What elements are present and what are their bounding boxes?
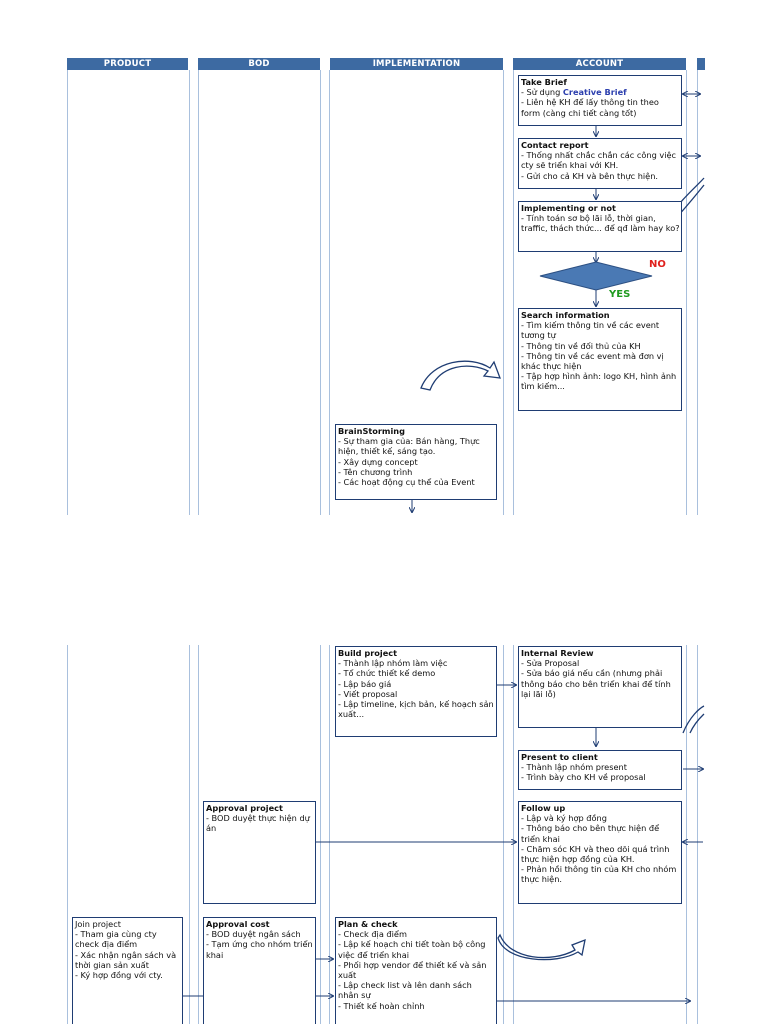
box-line: - Chăm sóc KH và theo dõi quá trình thực… — [521, 843, 670, 865]
take-brief-box: Take Brief - Sử dụng Creative Brief - Li… — [518, 75, 682, 126]
lane-header-bod: BOD — [198, 58, 320, 70]
present-to-client-box: Present to client - Thành lập nhóm prese… — [518, 750, 682, 790]
box-line: - Lập timeline, kịch bản, kế hoạch sản x… — [338, 699, 494, 720]
box-line: - Tập hợp hình ảnh: logo KH, hình ảnh tì… — [521, 371, 677, 392]
box-line: - Sửa báo giá nếu cần (nhưng phải thông … — [521, 668, 671, 699]
brainstorming-box: BrainStorming - Sự tham gia của: Bán hàn… — [335, 424, 497, 500]
join-project-box: Join project - Tham gia cùng cty check đ… — [72, 917, 183, 1024]
creative-brief-link: Creative Brief — [562, 87, 627, 98]
box-line: - Trình bày cho KH về proposal — [521, 772, 646, 783]
implementing-or-not-box: Implementing or not - Tính toán sơ bộ lã… — [518, 201, 682, 252]
lane-header-cut — [697, 58, 705, 70]
curved-arrows — [420, 177, 705, 961]
box-line: - Tìm kiếm thông tin về các event tương … — [521, 320, 660, 341]
box-title: Plan & check — [338, 919, 398, 929]
follow-up-box: Follow up - Lập và ký hợp đồng - Thông b… — [518, 801, 682, 904]
box-title: Build project — [338, 648, 398, 658]
box-line: - Check địa điểm — [338, 929, 407, 940]
box-line: - Xây dựng concept — [338, 456, 418, 467]
box-line: - Thông tin về đối thủ của KH — [521, 340, 641, 351]
box-title: BrainStorming — [338, 426, 405, 436]
box-title: Approval cost — [206, 919, 270, 929]
box-line: - Phản hồi thông tin của KH cho nhóm thự… — [521, 864, 677, 885]
box-line: - Lập báo giá — [338, 678, 392, 689]
box-title: Internal Review — [521, 648, 594, 658]
lane-header-product: PRODUCT — [67, 58, 188, 70]
box-title: Take Brief — [521, 77, 567, 87]
box-line: - Tổ chức thiết kế demo — [338, 668, 436, 679]
box-line: - Sử dụng Creative Brief — [521, 87, 680, 97]
search-information-box: Search information - Tìm kiếm thông tin … — [518, 308, 682, 411]
box-title: Contact report — [521, 140, 589, 150]
build-project-box: Build project - Thành lập nhóm làm việc … — [335, 646, 497, 737]
box-line: - Lập kế hoạch chi tiết toàn bộ công việ… — [338, 939, 486, 960]
box-line-text: - Sử dụng — [521, 87, 563, 98]
box-line: - Thông tin về các event mà đơn vị khác … — [521, 350, 664, 372]
box-line: - Tham gia cùng cty check địa điểm — [75, 929, 157, 950]
lane-header-account: ACCOUNT — [513, 58, 686, 70]
box-line: - Thông báo cho bên thực hiện để triển k… — [521, 823, 660, 844]
box-line: - Liên hệ KH để lấy thông tin theo form … — [521, 97, 659, 118]
plan-and-check-box: Plan & check - Check địa điểm - Lập kế h… — [335, 917, 497, 1024]
decision-diamond — [539, 261, 653, 291]
box-line: - Ký hợp đồng với cty. — [75, 970, 163, 981]
box-line: - Sửa Proposal — [521, 658, 580, 669]
box-line: - Gửi cho cả KH và bên thực hiện. — [521, 170, 658, 181]
internal-review-box: Internal Review - Sửa Proposal - Sửa báo… — [518, 646, 682, 728]
connectors — [154, 94, 703, 1001]
box-line: - BOD duyệt ngân sách — [206, 929, 301, 940]
box-line: - Lập check list và lên danh sách nhân s… — [338, 980, 472, 1001]
box-line: - BOD duyệt thực hiện dự án — [206, 813, 310, 834]
approval-project-box: Approval project - BOD duyệt thực hiện d… — [203, 801, 316, 904]
decision-no-label: NO — [649, 259, 666, 270]
box-line: - Viết proposal — [338, 688, 398, 699]
decision-yes-label: YES — [609, 289, 631, 300]
approval-cost-box: Approval cost - BOD duyệt ngân sách - Tạ… — [203, 917, 316, 1024]
box-title: Implementing or not — [521, 203, 616, 213]
box-line: - Tên chương trình — [338, 466, 413, 477]
box-line: - Tính toán sơ bộ lãi lỗ, thời gian, tra… — [521, 213, 680, 234]
box-title: Approval project — [206, 803, 283, 813]
box-title: Present to client — [521, 752, 598, 762]
box-title: Follow up — [521, 803, 566, 813]
box-line: - Lập và ký hợp đồng — [521, 813, 607, 824]
box-line: - Thành lập nhóm present — [521, 762, 627, 773]
lane-header-implementation: IMPLEMENTATION — [330, 58, 503, 70]
box-line: - Các hoạt động cụ thể của Event — [338, 477, 475, 488]
box-line: - Phối hợp vendor để thiết kế và sản xuấ… — [338, 959, 487, 981]
box-title: Search information — [521, 310, 610, 320]
box-line: - Tạm ứng cho nhóm triển khai — [206, 939, 313, 960]
box-title: Join project — [75, 919, 121, 929]
box-line: - Thiết kế hoàn chỉnh — [338, 1000, 425, 1011]
box-line: - Sự tham gia của: Bán hàng, Thực hiện, … — [338, 436, 480, 457]
box-line: - Thống nhất chắc chắn các công việc cty… — [521, 150, 677, 171]
box-line: - Thành lập nhóm làm việc — [338, 658, 448, 669]
contact-report-box: Contact report - Thống nhất chắc chắn cá… — [518, 138, 682, 189]
box-line: - Xác nhận ngân sách và thời gian sản xu… — [75, 949, 177, 970]
